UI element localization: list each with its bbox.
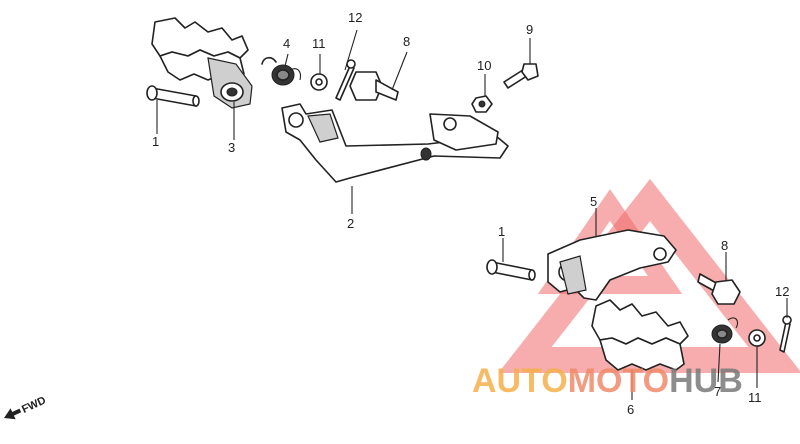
spring: [261, 56, 302, 86]
leader-lines: [156, 29, 788, 400]
washer-right: [748, 329, 766, 347]
callout-8-left: 8: [403, 34, 410, 49]
footpeg-left: [151, 17, 253, 109]
watermark-moto: MOTO: [568, 362, 669, 400]
callout-4: 4: [283, 36, 290, 51]
bolt-small: [503, 63, 539, 89]
callout-5: 5: [590, 194, 597, 209]
callout-7: 7: [714, 384, 721, 399]
callout-12-right: 12: [775, 284, 789, 299]
bolt-right: [697, 273, 741, 305]
bolt-left: [349, 71, 399, 101]
callout-1-right: 1: [498, 224, 505, 239]
callout-2: 2: [347, 216, 354, 231]
cotter-pin-left: [335, 59, 356, 101]
callout-10: 10: [477, 58, 491, 73]
callout-9: 9: [526, 22, 533, 37]
footpeg-bracket: [281, 103, 509, 183]
watermark-auto: AUTO: [472, 362, 568, 400]
watermark-hub: HUB: [669, 362, 743, 400]
nut: [471, 95, 493, 113]
spring-right: [711, 317, 739, 344]
pivot-pin-right: [486, 259, 536, 281]
forward-arrow-icon: [4, 408, 22, 420]
footpeg-bracket-right: [547, 229, 677, 301]
callout-8-right: 8: [721, 238, 728, 253]
callout-12-left: 12: [348, 10, 362, 25]
fwd-label: FWD: [20, 394, 48, 415]
footpeg-right: [591, 299, 689, 371]
callout-3: 3: [228, 140, 235, 155]
direction-marker: FWD: [4, 394, 48, 420]
callout-6: 6: [627, 402, 634, 417]
pivot-pin-left: [146, 85, 200, 107]
callout-11-right: 11: [748, 390, 762, 405]
washer-left: [310, 73, 328, 91]
callout-1-left: 1: [152, 134, 159, 149]
cotter-pin-right: [779, 315, 792, 353]
callout-labels: 1 3 4 11 12 8 10 9 2 5 1 8 12 7 6 11: [152, 10, 789, 417]
watermark-text: AUTOMOTOHUB: [472, 362, 743, 400]
callout-11-left: 11: [312, 36, 326, 51]
